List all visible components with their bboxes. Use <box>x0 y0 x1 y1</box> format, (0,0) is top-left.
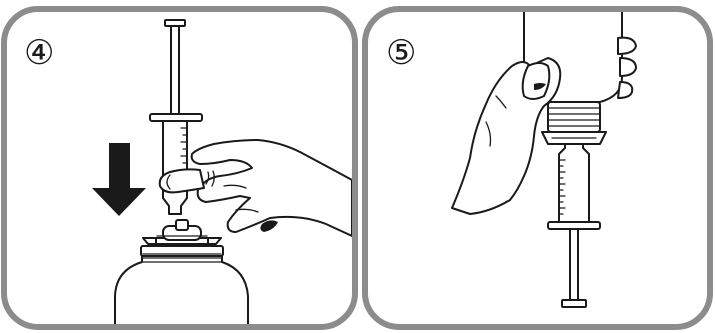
panel-step-5: ⑤ <box>365 0 710 327</box>
step-number-5: ⑤ <box>386 33 416 73</box>
step-number-4: ④ <box>24 33 54 73</box>
panel-step-4: ④ <box>4 9 355 330</box>
